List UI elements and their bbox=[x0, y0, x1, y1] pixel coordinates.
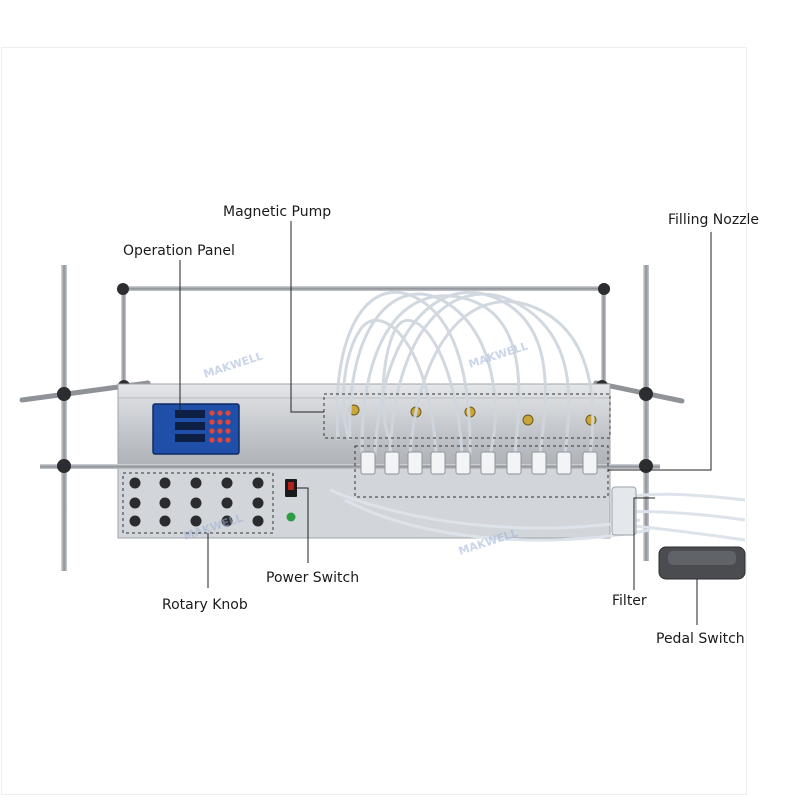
rod-clamp-right bbox=[639, 459, 653, 473]
label-pedal-switch: Pedal Switch bbox=[656, 631, 745, 647]
nozzle-leader bbox=[608, 232, 712, 471]
right-inner-post bbox=[601, 283, 606, 386]
right-arm-clamp bbox=[639, 387, 653, 401]
label-operation-panel: Operation Panel bbox=[123, 243, 235, 259]
rotary-knobs bbox=[129, 477, 264, 527]
top-crossbar bbox=[118, 286, 610, 291]
watermark-2: MAKWELL bbox=[467, 339, 530, 370]
pump-leader bbox=[290, 221, 324, 413]
power-switch-indicator bbox=[288, 482, 294, 490]
knob-box bbox=[122, 472, 274, 534]
top-left-clamp bbox=[117, 283, 129, 295]
label-rotary-knob: Rotary Knob bbox=[162, 597, 248, 613]
filter-housing bbox=[611, 486, 637, 536]
label-power-switch: Power Switch bbox=[266, 570, 360, 586]
image-frame bbox=[1, 47, 747, 795]
watermark-1: MAKWELL bbox=[202, 349, 265, 380]
leader-lines bbox=[179, 221, 712, 625]
label-magnetic-pump: Magnetic Pump bbox=[223, 204, 332, 220]
left-inner-post bbox=[121, 286, 126, 386]
power-light bbox=[286, 512, 296, 522]
pedal-top bbox=[668, 551, 736, 565]
highlight-boxes bbox=[122, 393, 611, 534]
label-filling-nozzle: Filling Nozzle bbox=[668, 212, 760, 228]
rod-clamp-left bbox=[57, 459, 71, 473]
nozzle-box bbox=[354, 445, 609, 498]
left-stand-rod bbox=[61, 265, 67, 571]
panel-display-3 bbox=[175, 434, 205, 442]
panel-display-1 bbox=[175, 410, 205, 418]
right-stand-rod bbox=[643, 265, 649, 561]
nozzle-rod bbox=[40, 464, 660, 469]
panel-keypad bbox=[209, 410, 231, 443]
top-right-clamp bbox=[598, 283, 610, 295]
label-filter: Filter bbox=[612, 593, 647, 609]
power-leader bbox=[297, 487, 309, 563]
pump-box bbox=[323, 393, 611, 439]
panel-display-2 bbox=[175, 422, 205, 430]
filter-leader bbox=[633, 497, 655, 590]
left-arm-clamp bbox=[57, 387, 71, 401]
silicone-tubes bbox=[335, 290, 595, 456]
filling-nozzles bbox=[360, 451, 598, 475]
